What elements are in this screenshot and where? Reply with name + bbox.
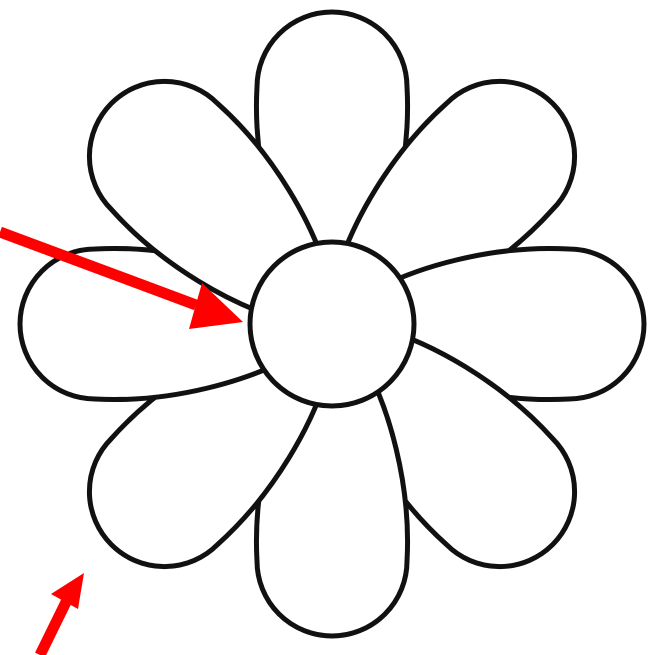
arrow-to-petal xyxy=(40,573,84,655)
flower-center xyxy=(250,242,414,406)
arrow-to-petal-shaft xyxy=(40,600,67,655)
